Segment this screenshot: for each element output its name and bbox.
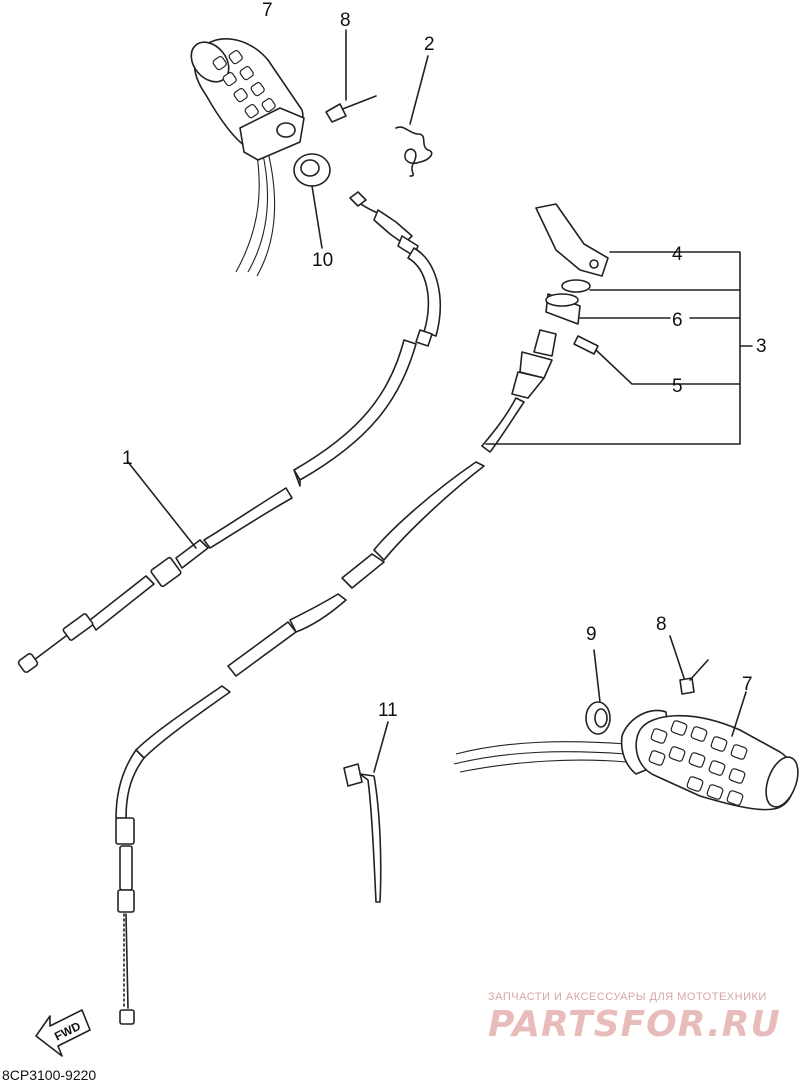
watermark-tagline: ЗАПЧАСТИ И АКСЕССУАРЫ ДЛЯ МОТОТЕХНИКИ <box>488 991 767 1003</box>
callout-5: 5 <box>672 376 683 397</box>
screw-top <box>325 29 377 123</box>
callout-7-bottom: 7 <box>742 674 753 695</box>
grip-right <box>453 635 799 811</box>
callout-10: 10 <box>312 250 333 271</box>
callout-8-bottom: 8 <box>656 614 667 635</box>
watermark: ЗАПЧАСТИ И АКСЕССУАРЫ ДЛЯ МОТОТЕХНИКИ PA… <box>488 991 781 1045</box>
diagram-code: 8CP3100-9220 <box>2 1067 96 1083</box>
cable-tie <box>343 721 389 903</box>
watermark-logo: PARTSFOR.RU <box>488 1004 781 1045</box>
grip-left <box>190 38 305 277</box>
callout-3: 3 <box>756 336 767 357</box>
collar <box>293 153 331 249</box>
callout-4: 4 <box>672 244 683 265</box>
cable-3 <box>115 203 753 1025</box>
fwd-arrow-icon: FWD <box>35 1009 91 1057</box>
cable-1 <box>17 191 442 673</box>
callout-7-top: 7 <box>262 0 273 21</box>
clip <box>395 55 433 177</box>
callout-11: 11 <box>378 700 398 721</box>
callout-1: 1 <box>122 448 133 469</box>
callout-8-top: 8 <box>340 10 351 31</box>
callout-2: 2 <box>424 34 435 55</box>
callout-6: 6 <box>672 310 683 331</box>
callout-9: 9 <box>586 624 597 645</box>
